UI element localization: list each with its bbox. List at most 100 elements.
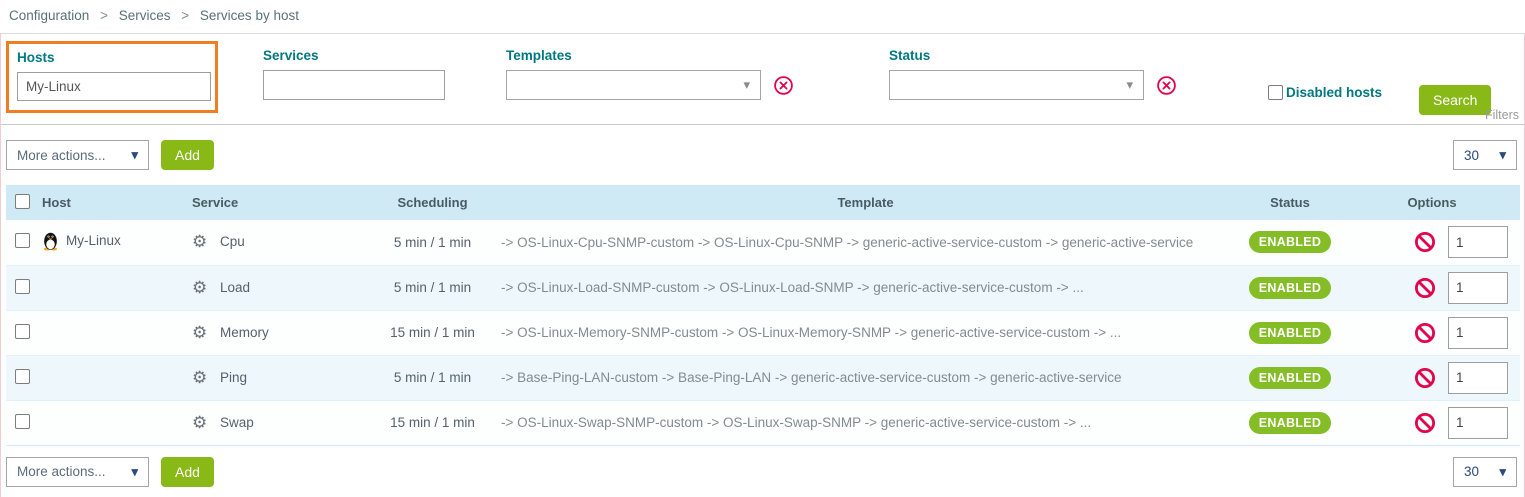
template-chain: -> OS-Linux-Swap-SNMP-custom -> OS-Linux… [495,399,1236,446]
search-button[interactable]: Search [1419,85,1492,115]
status-badge: ENABLED [1248,276,1332,299]
disable-icon[interactable] [1414,231,1436,253]
scheduling-value: 5 min / 1 min [393,234,472,250]
template-chain: -> Base-Ping-LAN-custom -> Base-Ping-LAN… [495,354,1236,400]
table-row: ⚙ Load 5 min / 1 min -> OS-Linux-Load-SN… [6,264,1520,310]
breadcrumb: Configuration > Services > Services by h… [0,0,1525,33]
table-row: ⚙ Ping 5 min / 1 min -> Base-Ping-LAN-cu… [6,354,1520,400]
more-actions-label: More actions... [17,147,106,163]
scheduling-value: 5 min / 1 min [370,264,495,310]
chevron-down-icon: ▾ [131,147,138,162]
templates-clear-icon[interactable] [773,75,794,96]
gear-icon: ⚙ [192,367,208,387]
status-badge: ENABLED [1248,411,1332,434]
gear-icon: ⚙ [192,322,208,342]
templates-select[interactable]: ▾ [506,70,761,100]
template-chain: -> OS-Linux-Memory-SNMP-custom -> OS-Lin… [495,309,1236,355]
status-badge: ENABLED [1248,366,1332,389]
status-clear-icon[interactable] [1156,75,1177,96]
chevron-down-icon: ▾ [1126,77,1133,92]
row-checkbox[interactable] [15,368,30,384]
table-body: My-Linux ⚙ Cpu 5 min / 1 min -> OS-Linux… [6,220,1520,446]
hosts-input[interactable] [17,72,211,101]
header-host: Host [42,185,192,220]
disable-icon[interactable] [1414,412,1436,434]
page-content: Hosts Services Templates ▾ [0,33,1525,497]
disable-icon[interactable] [1414,367,1436,389]
services-input[interactable] [263,70,445,100]
chevron-down-icon: ▾ [1499,147,1506,162]
hosts-filter-group: Hosts [6,41,218,113]
scheduling-value: 15 min / 1 min [370,399,495,446]
template-chain: -> OS-Linux-Load-SNMP-custom -> OS-Linux… [495,264,1236,310]
services-table: Host Service Scheduling Template Status … [6,185,1520,446]
status-badge: ENABLED [1248,231,1332,254]
options-input[interactable] [1448,226,1508,259]
table-header-row: Host Service Scheduling Template Status … [6,185,1520,220]
service-name[interactable]: Load [220,279,251,295]
breadcrumb-configuration[interactable]: Configuration [9,8,90,23]
more-actions-select-bottom[interactable]: More actions... ▾ [6,456,149,487]
templates-label: Templates [506,48,572,63]
search-group: Search [1419,85,1492,115]
chevron-down-icon: ▾ [743,77,750,92]
filter-panel: Hosts Services Templates ▾ [1,33,1524,125]
table-row: ⚙ Swap 15 min / 1 min -> OS-Linux-Swap-S… [6,399,1520,446]
options-input[interactable] [1448,316,1508,349]
status-label: Status [889,48,931,63]
hosts-label: Hosts [17,50,55,65]
status-badge: ENABLED [1248,321,1332,344]
page-size-value: 30 [1464,464,1480,479]
header-status: Status [1236,185,1344,220]
row-checkbox[interactable] [15,413,30,429]
options-input[interactable] [1448,271,1508,304]
row-checkbox[interactable] [15,233,30,249]
service-name[interactable]: Swap [220,414,254,430]
disable-icon[interactable] [1414,322,1436,344]
status-filter-group: Status ▾ [889,48,1177,100]
gear-icon: ⚙ [192,277,208,297]
header-options: Options [1344,185,1520,220]
scheduling-value: 15 min / 1 min [370,309,495,355]
services-filter-group: Services [263,48,445,100]
select-all-checkbox[interactable] [15,193,30,209]
options-input[interactable] [1448,361,1508,394]
service-name[interactable]: Cpu [220,234,245,250]
page-size-select[interactable]: 30 ▾ [1453,140,1517,170]
row-checkbox[interactable] [15,323,30,339]
templates-filter-group: Templates ▾ [506,48,794,100]
table-row: My-Linux ⚙ Cpu 5 min / 1 min -> OS-Linux… [6,220,1520,265]
breadcrumb-separator: > [181,8,190,23]
disable-icon[interactable] [1414,277,1436,299]
host-name[interactable]: My-Linux [66,233,121,249]
add-button-bottom[interactable]: Add [161,456,214,487]
disabled-hosts-group: Disabled hosts [1268,85,1382,100]
header-template: Template [495,185,1236,220]
chevron-down-icon: ▾ [131,463,138,479]
filters-caption: Filters [1484,108,1519,122]
chevron-down-icon: ▾ [1499,463,1506,479]
disabled-hosts-label: Disabled hosts [1286,85,1383,100]
table-row: ⚙ Memory 15 min / 1 min -> OS-Linux-Memo… [6,309,1520,355]
options-input[interactable] [1448,406,1508,439]
top-toolbar: More actions... ▾ Add 30 ▾ [1,125,1524,185]
service-name[interactable]: Ping [220,369,248,385]
page-size-value: 30 [1464,147,1480,163]
service-name[interactable]: Memory [220,324,269,340]
breadcrumb-services-by-host[interactable]: Services by host [199,8,299,23]
breadcrumb-services[interactable]: Services [118,8,171,23]
disabled-hosts-checkbox[interactable] [1268,85,1283,100]
linux-penguin-icon [42,231,59,251]
header-service: Service [192,185,370,220]
page-size-select-bottom[interactable]: 30 ▾ [1453,456,1517,487]
gear-icon: ⚙ [192,412,208,432]
scheduling-value: 5 min / 1 min [370,354,495,400]
add-button[interactable]: Add [161,140,214,170]
gear-icon: ⚙ [192,232,208,252]
bottom-toolbar: More actions... ▾ Add 30 ▾ [1,445,1524,497]
more-actions-label: More actions... [17,464,106,479]
more-actions-select[interactable]: More actions... ▾ [6,140,149,170]
status-select[interactable]: ▾ [889,70,1144,100]
row-checkbox[interactable] [15,278,30,294]
header-scheduling: Scheduling [370,185,495,220]
